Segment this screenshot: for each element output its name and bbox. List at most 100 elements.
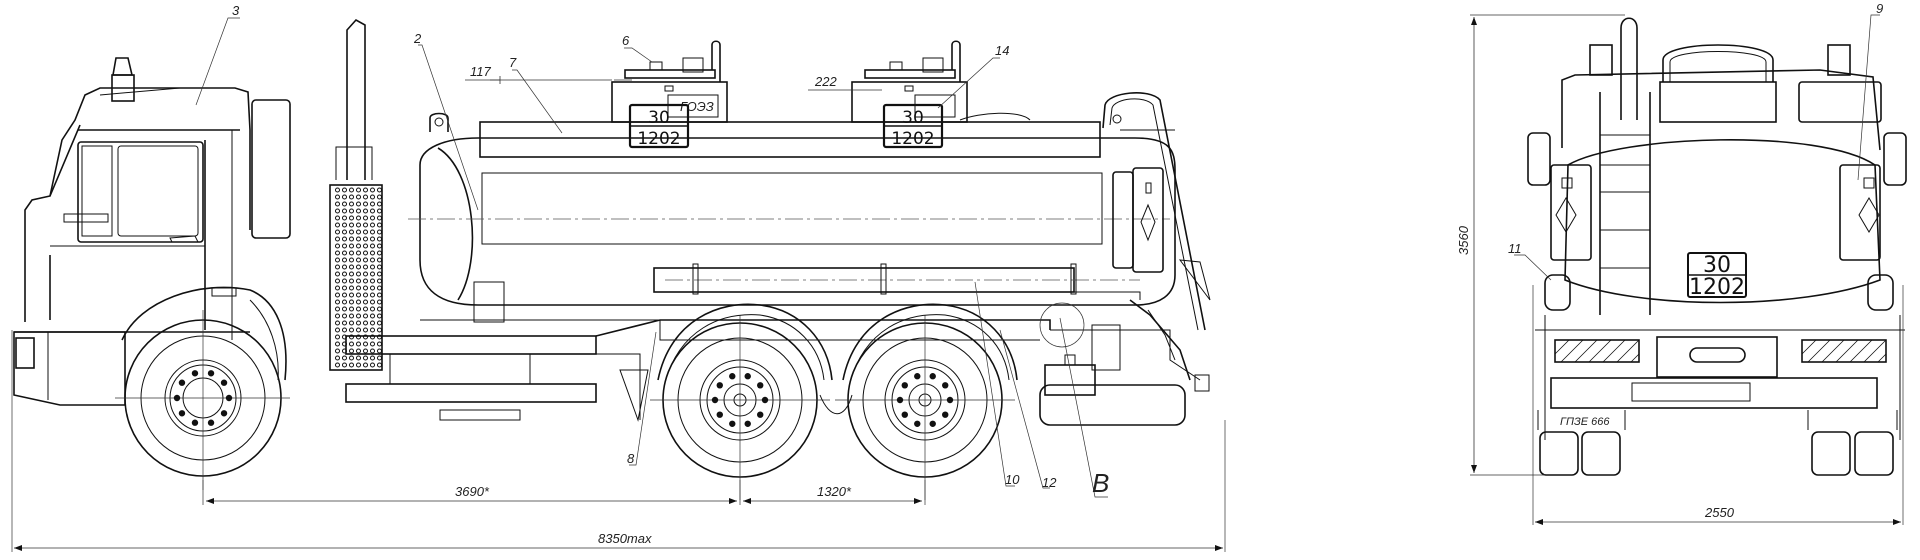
side-view: ГОЭЗ 30 1202 30 1202	[11, 3, 1226, 552]
hazard-diamond-icon	[1555, 197, 1577, 233]
hazard-diamond-icon	[1140, 203, 1156, 242]
hazard-plate-rear: 30 1202	[882, 103, 944, 149]
lug-nut	[729, 373, 736, 380]
dim-wheelbase-front: 3690*	[455, 484, 490, 499]
lug-nut	[178, 379, 186, 386]
lug-nut	[757, 382, 764, 389]
lug-nut	[191, 370, 199, 377]
lug-nut	[901, 411, 908, 418]
callouts-side: 3 2 7 6 14 8 10 12 B	[195, 3, 1109, 498]
beacon-light-icon	[1589, 44, 1613, 76]
lug-nut	[225, 394, 233, 402]
cab	[13, 57, 291, 406]
reflector-right	[1801, 339, 1887, 363]
lug-nut	[207, 419, 215, 426]
lug-nut	[942, 411, 949, 418]
exhaust-stack	[1620, 17, 1638, 120]
rear-cabinet-right	[1839, 164, 1881, 261]
lug-nut	[942, 382, 949, 389]
tank-side-band	[481, 172, 1103, 245]
muffler-guard	[329, 184, 383, 371]
dim-overall-width: 2550	[1704, 505, 1735, 520]
tow-plate	[1656, 336, 1778, 378]
hazard-plate-rear-view: 30 1202	[1687, 252, 1747, 300]
callout-2: 2	[413, 31, 422, 46]
callout-12: 12	[1042, 475, 1057, 490]
lug-nut	[716, 411, 723, 418]
rear-tires	[1537, 410, 1898, 476]
beacon-light-icon	[1827, 44, 1851, 76]
top-handrail	[1662, 44, 1774, 82]
rear-cabinet	[1132, 167, 1164, 273]
side-mirror	[1883, 132, 1907, 186]
lug-nut	[220, 379, 228, 386]
rear-cabinet-left	[1550, 164, 1592, 261]
lug-nut	[220, 410, 228, 417]
rear-wheel-1	[650, 303, 833, 500]
lug-nut	[178, 410, 186, 417]
front-wheel	[115, 310, 290, 490]
hazard-plate-front: 30 1202	[628, 103, 690, 149]
exhaust-stack	[329, 18, 383, 371]
tank-rear	[1564, 139, 1881, 304]
callout-10: 10	[1005, 472, 1020, 487]
lug-nut	[761, 396, 769, 404]
lug-nut	[173, 394, 181, 402]
cab-badge	[63, 213, 109, 223]
rear-pan	[1039, 384, 1186, 426]
callout-B: B	[1092, 468, 1109, 498]
callout-7: 7	[509, 55, 517, 70]
rear-view: 30 1202 ГПЗЕ 666 11 9	[1456, 1, 1907, 525]
lug-nut	[757, 411, 764, 418]
rear-brand: ГПЗЕ 666	[1560, 416, 1610, 428]
hazard-id: 30	[902, 108, 924, 128]
balance-spring	[819, 394, 853, 415]
un-number: 1202	[637, 129, 680, 149]
battery-box	[473, 281, 505, 323]
lug-nut	[744, 373, 751, 380]
headlight	[15, 337, 35, 369]
hazard-diamond-icon	[1858, 197, 1880, 233]
lug-nut	[191, 419, 199, 426]
side-mirror	[251, 99, 291, 239]
rear-bumper	[1550, 377, 1878, 409]
lug-nut	[929, 420, 936, 427]
lug-nut	[914, 420, 921, 427]
rear-lamp-right	[1867, 274, 1894, 311]
muffler-perforation	[335, 187, 382, 368]
reflector-left	[1554, 339, 1640, 363]
lug-nut	[901, 382, 908, 389]
manhole-hatch-2	[851, 40, 1031, 123]
callout-9: 9	[1876, 1, 1883, 16]
lug-nut	[207, 370, 215, 377]
callout-6: 6	[622, 33, 630, 48]
dim-wheelbase-rear: 1320*	[817, 484, 852, 499]
chassis-frame	[345, 281, 1201, 422]
lug-nut	[896, 396, 904, 404]
lug-nut	[946, 396, 954, 404]
dim-hatch-offset-2: 222	[814, 74, 837, 89]
rear-lamp-left	[1544, 274, 1571, 311]
rear-wheel-2	[819, 303, 1018, 500]
side-mirror	[1527, 132, 1551, 186]
dimensions-side: 117 222 3690* 1320* 8350max	[11, 64, 1226, 552]
lug-nut	[744, 420, 751, 427]
lug-nut	[914, 373, 921, 380]
dim-overall-length: 8350max	[598, 531, 652, 546]
tank-top-box	[479, 121, 1101, 158]
dim-overall-height: 3560	[1456, 225, 1471, 255]
hose-box	[653, 263, 1141, 300]
lug-nut	[711, 396, 719, 404]
callout-11: 11	[1508, 241, 1522, 256]
tank-side-text: ГОЭЗ	[680, 99, 714, 114]
beacon-light-icon	[99, 57, 181, 102]
tank	[408, 92, 1211, 331]
lug-nut	[716, 382, 723, 389]
mount-plate	[1091, 324, 1121, 371]
rear-ladder	[1599, 92, 1651, 315]
rear-equipment	[1039, 299, 1210, 426]
dim-hatch-offset-1: 117	[470, 64, 491, 79]
un-number: 1202	[891, 129, 934, 149]
lug-nut	[929, 373, 936, 380]
